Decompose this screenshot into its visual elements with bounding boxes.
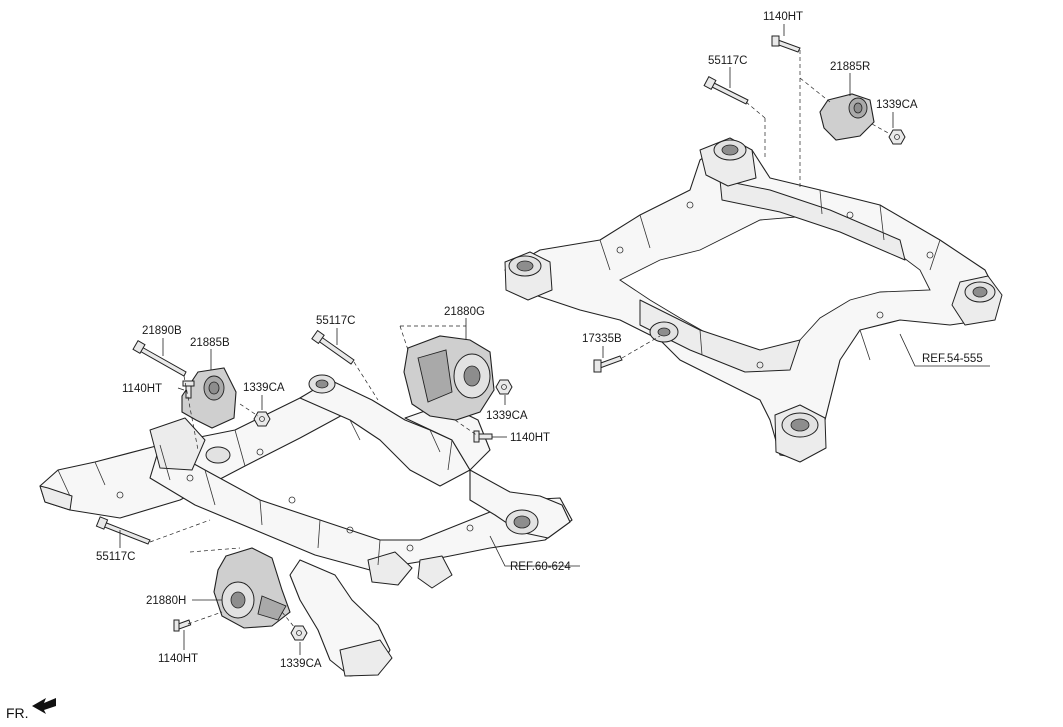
nut-1339CA-a <box>253 411 271 427</box>
label-21880H: 21880H <box>146 595 186 607</box>
label-1339CA-c: 1339CA <box>280 658 322 670</box>
label-1140HT-c: 1140HT <box>158 653 198 665</box>
label-1339CA-d: 1339CA <box>876 99 918 111</box>
label-21885R: 21885R <box>830 61 870 73</box>
label-1140HT-a: 1140HT <box>122 383 162 395</box>
label-17335B: 17335B <box>582 333 622 345</box>
front-subframe <box>39 374 573 677</box>
bolt-55117C-b <box>95 516 151 545</box>
label-55117C-b: 55117C <box>96 551 135 563</box>
nut-1339CA-d <box>888 129 906 145</box>
label-1339CA-b: 1339CA <box>486 410 528 422</box>
front-direction-arrow-icon <box>32 698 56 714</box>
leader-lines <box>119 24 990 655</box>
nut-1339CA-b <box>495 379 513 395</box>
bolt-55117C-a <box>311 329 355 365</box>
front-direction-label: FR. <box>6 705 29 721</box>
label-21890B: 21890B <box>142 325 182 337</box>
bolt-17335B <box>593 355 623 373</box>
rear-subframe <box>504 137 1003 463</box>
label-1140HT-b: 1140HT <box>510 432 550 444</box>
bolt-1140HT-b <box>473 430 493 443</box>
mount-21880H <box>213 547 291 629</box>
label-21880G: 21880G <box>444 306 485 318</box>
bolt-55117C-c <box>703 76 749 105</box>
bolt-1140HT-c <box>173 619 192 632</box>
mount-21885B <box>181 367 237 429</box>
label-1140HT-d: 1140HT <box>763 11 803 23</box>
front-direction-indicator: FR. <box>6 698 56 721</box>
mount-21880G <box>403 335 495 421</box>
label-1339CA-a: 1339CA <box>243 382 285 394</box>
bolt-1140HT-d <box>771 35 801 53</box>
mount-21885R <box>819 93 875 141</box>
label-55117C-c: 55117C <box>708 55 747 67</box>
reference-link-front[interactable]: REF.60-624 <box>510 561 571 573</box>
nut-1339CA-c <box>290 625 308 641</box>
bolt-21890B <box>132 339 187 377</box>
part-labels: 21890B 21885B 1140HT 1339CA 55117C 21880… <box>96 11 983 670</box>
label-21885B: 21885B <box>190 337 230 349</box>
label-55117C-a: 55117C <box>316 315 355 327</box>
reference-link-rear[interactable]: REF.54-555 <box>922 353 983 365</box>
